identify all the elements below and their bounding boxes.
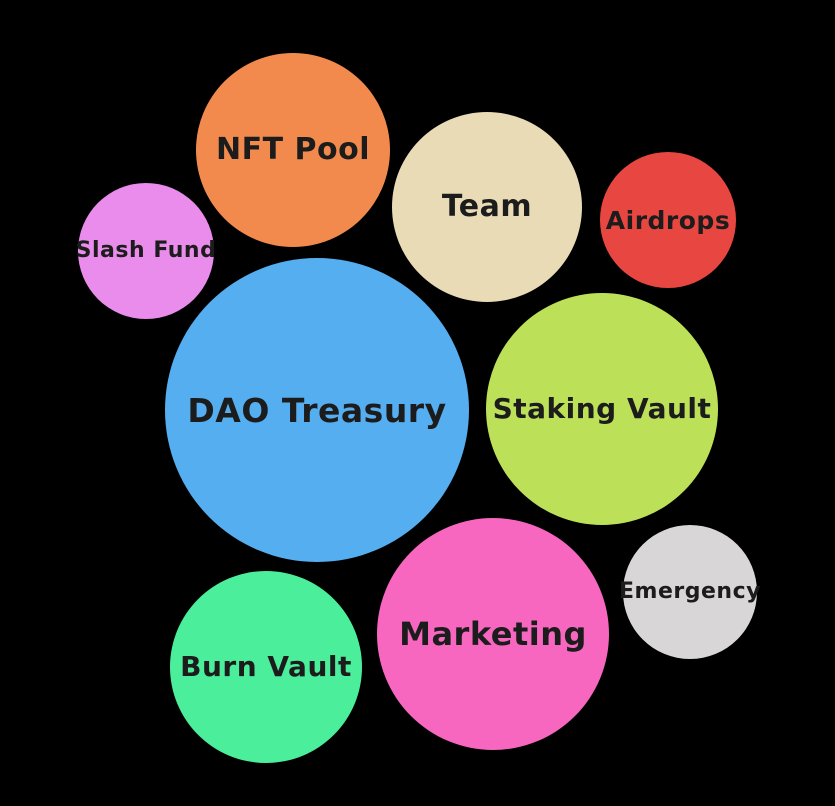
bubble-staking-vault: Staking Vault [486, 293, 718, 525]
bubble-airdrops: Airdrops [600, 152, 736, 288]
bubble-label: Staking Vault [492, 392, 712, 425]
bubble-nft-pool: NFT Pool [196, 53, 390, 247]
bubble-slash-fund: Slash Fund [75, 183, 217, 319]
bubble-dao-treasury: DAO Treasury [165, 258, 469, 562]
bubble-label: Emergency [619, 579, 761, 604]
bubble-label: Team [441, 189, 533, 224]
bubble-burn-vault: Burn Vault [170, 571, 362, 763]
bubble-label: NFT Pool [216, 132, 370, 167]
bubble-team: Team [392, 112, 582, 302]
bubble-marketing: Marketing [377, 518, 609, 750]
bubble-label: Burn Vault [180, 650, 352, 683]
bubble-label: Airdrops [605, 205, 731, 235]
bubble-label: DAO Treasury [187, 390, 447, 430]
bubble-emergency: Emergency [619, 525, 760, 659]
bubble-label: Slash Fund [75, 238, 217, 263]
bubble-label: Marketing [399, 615, 587, 653]
